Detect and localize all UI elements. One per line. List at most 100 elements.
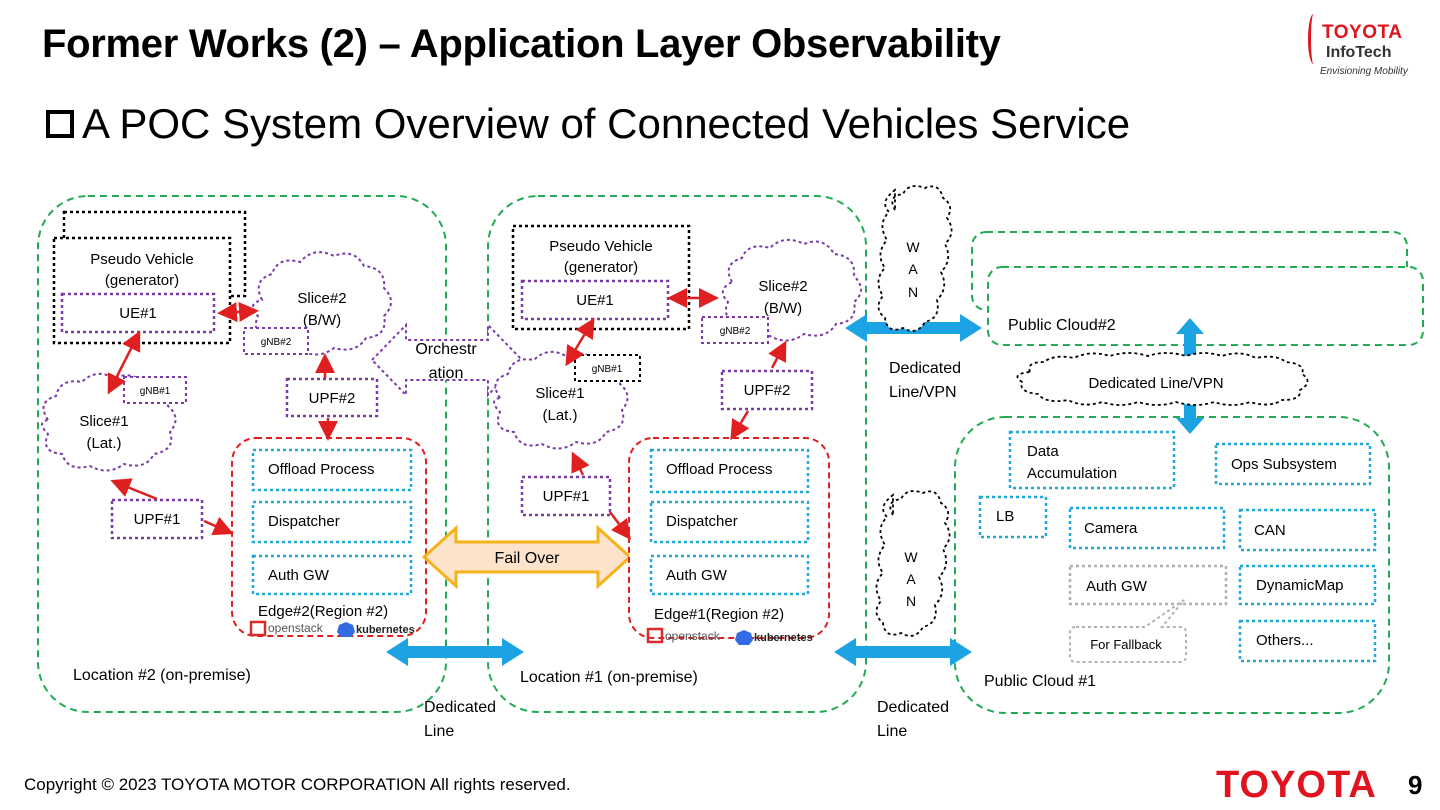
svg-text:Accumulation: Accumulation	[1027, 465, 1117, 482]
location-2-label: Location #2 (on-premise)	[73, 667, 251, 684]
public-cloud-1-box	[954, 416, 1390, 714]
cloud-authgw-label: Auth GW	[1086, 578, 1148, 595]
svg-text:(B/W): (B/W)	[764, 300, 802, 317]
fallback-callout	[1069, 599, 1187, 663]
loc2-gnb2-box	[243, 327, 309, 355]
data-accumulation-label: Data	[1027, 443, 1059, 460]
loc1-offload-label: Offload Process	[666, 461, 772, 478]
loc2-upf1-label: UPF#1	[134, 511, 181, 528]
page-title: Former Works (2) – Application Layer Obs…	[42, 22, 1001, 66]
lb-label: LB	[996, 508, 1014, 525]
fallback-label: For Fallback	[1090, 637, 1162, 652]
camera-label: Camera	[1084, 520, 1138, 537]
location-1-box	[487, 195, 867, 713]
loc1-upf2-box	[720, 369, 814, 411]
dedicated-vpn-cloud	[1016, 352, 1309, 406]
wan-top-a: A	[908, 261, 918, 277]
dedicated-line-arrow-1	[386, 638, 524, 666]
loc1-vehicle-label: Pseudo Vehicle	[549, 238, 652, 255]
loc1-edge-label: Edge#1(Region #2)	[654, 606, 784, 623]
loc1-gnb1-label: gNB#1	[592, 364, 623, 375]
dedicated-line-label-1: Dedicated	[424, 699, 496, 716]
wan-cloud-bottom	[875, 490, 951, 637]
loc1-authgw-box	[649, 554, 810, 596]
loc2-ue-label: UE#1	[119, 305, 157, 322]
loc2-gnb1-label: gNB#1	[140, 386, 171, 397]
public-cloud-2-back	[971, 231, 1408, 311]
loc1-authgw-label: Auth GW	[666, 567, 728, 584]
page-subtitle: A POC System Overview of Connected Vehic…	[46, 100, 1130, 148]
loc2-authgw-label: Auth GW	[268, 567, 330, 584]
dedicated-vpn-label: Dedicated	[889, 360, 961, 377]
public-cloud-2-label: Public Cloud#2	[1008, 317, 1116, 334]
data-accumulation-box	[1008, 430, 1176, 490]
can-label: CAN	[1254, 522, 1286, 539]
cloud-vertical-arrow-up	[1176, 318, 1204, 362]
svg-text:ation: ation	[429, 365, 464, 382]
wan-bottom-w: W	[904, 549, 918, 565]
lb-box	[978, 495, 1048, 539]
svg-text:(B/W): (B/W)	[303, 312, 341, 329]
orchestration-arrow	[370, 322, 524, 398]
loc2-dispatcher-box	[251, 500, 413, 544]
loc1-openstack-label: openstack	[665, 629, 721, 643]
loc2-slice2-label: Slice#2	[297, 290, 346, 307]
loc2-gnb2-label: gNB#2	[261, 337, 292, 348]
dynamicmap-label: DynamicMap	[1256, 577, 1344, 594]
kubernetes-icon	[337, 622, 355, 637]
loc2-dispatcher-label: Dispatcher	[268, 513, 340, 530]
dedicated-line-label-2: Dedicated	[877, 699, 949, 716]
public-cloud-2-box	[987, 266, 1424, 346]
public-cloud-1-label: Public Cloud #1	[984, 673, 1096, 690]
loc2-kubernetes-label: kubernetes	[356, 624, 415, 636]
loc1-ue-box	[520, 279, 670, 321]
svg-text:(Lat.): (Lat.)	[542, 407, 577, 424]
openstack-icon	[646, 627, 664, 644]
wan-top-n: N	[908, 284, 918, 300]
loc2-authgw-box	[251, 554, 413, 596]
loc2-upf2-box	[285, 377, 379, 418]
loc2-slice1-label: Slice#1	[79, 413, 128, 430]
loc1-gnb2-box	[701, 316, 769, 344]
failover-label: Fail Over	[495, 550, 561, 567]
openstack-icon	[249, 620, 267, 637]
ops-subsystem-label: Ops Subsystem	[1231, 456, 1337, 473]
svg-text:Line: Line	[424, 723, 454, 740]
loc2-edge-label: Edge#2(Region #2)	[258, 603, 388, 620]
subtitle-text: A POC System Overview of Connected Vehic…	[82, 100, 1131, 147]
dedicated-line-arrow-2	[834, 638, 972, 666]
loc1-slice2-label: Slice#2	[758, 278, 807, 295]
location-1-label: Location #1 (on-premise)	[520, 669, 698, 686]
loc2-vehicle-label: Pseudo Vehicle	[90, 251, 193, 268]
toyota-infotech-logo: TOYOTA InfoTech Envisioning Mobility	[1306, 10, 1426, 80]
cloud-authgw-box	[1068, 564, 1228, 606]
location-2-box	[37, 195, 447, 713]
svg-text:(generator): (generator)	[105, 272, 179, 289]
dedicated-vpn-cloud-label: Dedicated Line/VPN	[1088, 375, 1223, 392]
loc1-gnb2-label: gNB#2	[720, 326, 751, 337]
loc1-ue-label: UE#1	[576, 292, 614, 309]
ops-subsystem-box	[1214, 442, 1372, 486]
loc2-upf2-label: UPF#2	[309, 390, 356, 407]
can-box	[1238, 508, 1377, 552]
loc2-openstack-label: openstack	[268, 621, 324, 635]
loc1-upf2-label: UPF#2	[744, 382, 791, 399]
toyota-footer-logo: TOYOTA	[1216, 764, 1377, 806]
loc1-dispatcher-box	[649, 500, 810, 544]
wan-bottom-n: N	[906, 593, 916, 609]
bullet-square-icon	[46, 110, 74, 138]
loc1-slice1-label: Slice#1	[535, 385, 584, 402]
kubernetes-icon	[735, 630, 753, 645]
camera-box	[1068, 506, 1226, 550]
copyright-text: Copyright © 2023 TOYOTA MOTOR CORPORATIO…	[24, 775, 571, 794]
loc1-kubernetes-label: kubernetes	[754, 632, 813, 644]
orchestration-label: Orchestr	[415, 341, 477, 358]
loc2-offload-label: Offload Process	[268, 461, 374, 478]
others-box	[1238, 619, 1377, 663]
loc1-dispatcher-label: Dispatcher	[666, 513, 738, 530]
dynamicmap-box	[1238, 564, 1377, 606]
loc1-offload-box	[649, 448, 810, 494]
cloud-vertical-arrow-down	[1176, 404, 1204, 434]
wan-bottom-a: A	[906, 571, 916, 587]
